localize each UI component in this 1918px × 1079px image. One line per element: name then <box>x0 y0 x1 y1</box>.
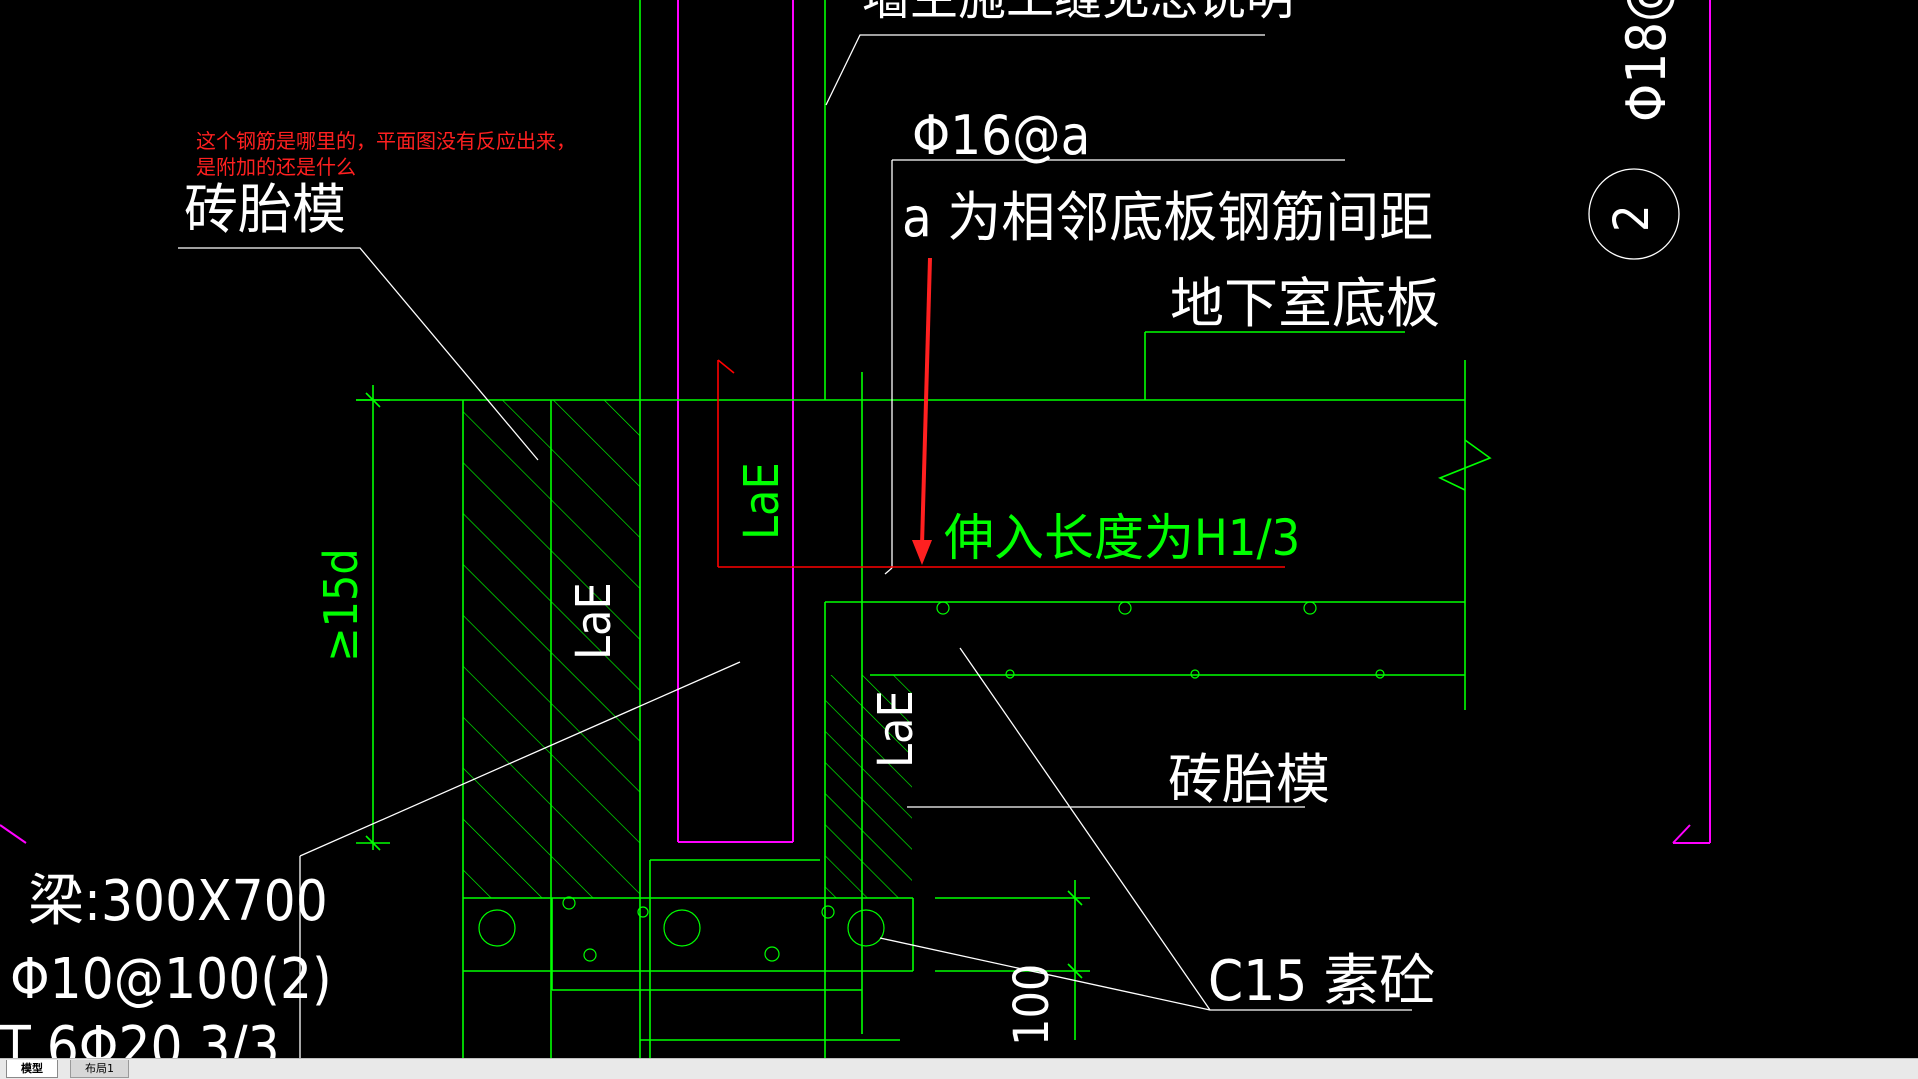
concrete-texture <box>478 601 1385 962</box>
rebar-note-text: a 为相邻底板钢筋间距 <box>902 186 1433 249</box>
layout-tab-bar: 模型 布局1 <box>0 1058 1918 1079</box>
tab-model[interactable]: 模型 <box>6 1060 58 1078</box>
red-arrow <box>912 257 932 565</box>
anchor-label-3: LaE <box>868 690 924 768</box>
green-structure <box>356 0 1492 1058</box>
tab-layout1[interactable]: 布局1 <box>70 1060 129 1078</box>
dimension-15d-text: ≥15d <box>314 548 368 662</box>
slab-label-text: 地下室底板 <box>1170 272 1440 335</box>
beam-bottom-text: T 6Φ20 3/3 <box>0 1015 280 1058</box>
beam-size-text: 梁:300X700 <box>28 869 328 934</box>
anchor-label-1: LaE <box>734 462 790 540</box>
brick-formwork-bottom-text: 砖胎模 <box>1168 748 1330 811</box>
rebar-spec-text: Φ16@a <box>912 104 1090 167</box>
wall-outline-magenta <box>0 0 1711 844</box>
annotation-line-2: 是附加的还是什么 <box>196 155 356 179</box>
top-note-text: 墙主施工缝见总说明 <box>862 0 1294 26</box>
concrete-label-text: C15 素砼 <box>1208 949 1435 1014</box>
annotation-line-1: 这个钢筋是哪里的，平面图没有反应出来， <box>196 129 576 153</box>
anchor-label-2: LaE <box>566 582 622 660</box>
brick-formwork-top-text: 砖胎模 <box>184 178 346 241</box>
dimension-100-text: 100 <box>1004 964 1060 1046</box>
red-rebar <box>717 359 1285 568</box>
dimension-marks <box>365 392 1083 979</box>
stirrup-text: Φ10@100(2) <box>10 947 332 1012</box>
extension-note-text: 伸入长度为H1/3 <box>944 509 1300 567</box>
red-question-annotation: 这个钢筋是哪里的，平面图没有反应出来， 是附加的还是什么 <box>196 128 576 180</box>
brick-formwork-hatch-right <box>825 675 912 898</box>
right-rebar-text: Φ18@ <box>1615 0 1678 122</box>
detail-number-text: 2 <box>1604 205 1660 232</box>
leader-lines <box>178 34 1680 1058</box>
brick-formwork-hatch-left <box>463 400 640 898</box>
